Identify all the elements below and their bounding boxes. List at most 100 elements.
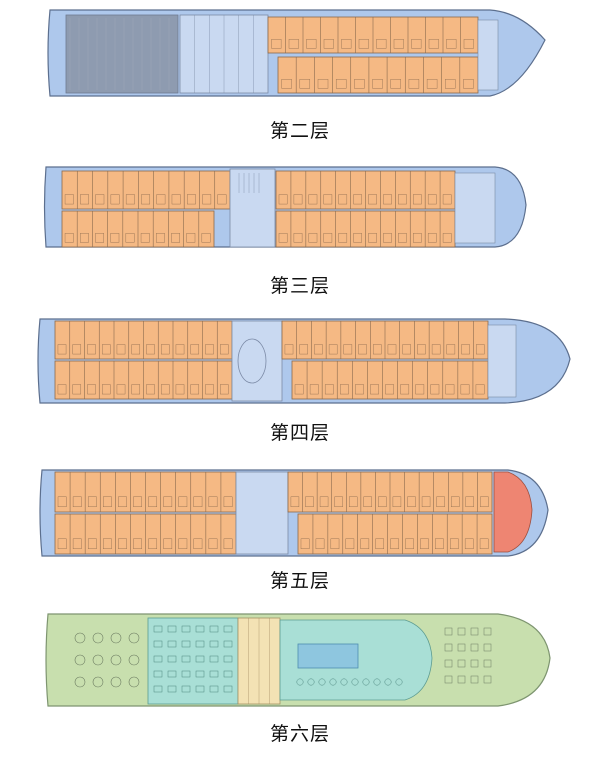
sun-lounger — [444, 675, 453, 684]
deck-3-caption: 第三层 — [269, 275, 330, 297]
deck-5-caption: 第五层 — [269, 570, 330, 592]
cabin-bathroom — [451, 496, 460, 507]
cabin-bathroom — [57, 496, 67, 507]
cabin-bathroom — [219, 384, 229, 395]
cabin-bathroom — [160, 384, 170, 395]
deck-2-plan: 第二层 — [0, 0, 600, 145]
cabin-bathroom — [271, 39, 282, 49]
cabin-bathroom — [398, 194, 407, 205]
cabin-bathroom — [421, 496, 431, 507]
lounge-table — [110, 676, 122, 688]
lounge-seat — [307, 678, 315, 686]
sun-lounger — [470, 659, 479, 668]
cabin-bathroom — [420, 538, 429, 550]
cabin-bathroom — [64, 233, 74, 243]
cabin-bathroom — [125, 233, 135, 243]
dining-table — [167, 685, 177, 693]
cabin-bathroom — [125, 194, 135, 205]
cabin-bathroom — [57, 384, 67, 395]
lounge-seat — [395, 678, 403, 686]
cabin-bathroom — [217, 194, 227, 205]
garage-area — [65, 14, 179, 94]
cabin-bathroom — [398, 233, 407, 243]
cabin-bathroom — [156, 194, 166, 205]
dining-table — [167, 625, 177, 633]
cabin-bathroom — [392, 496, 402, 507]
cabin-bathroom — [131, 384, 141, 395]
cabin-bathroom — [87, 384, 96, 395]
cabin-bathroom — [387, 344, 397, 355]
cabin-bathroom — [175, 344, 185, 355]
cabin-bathroom — [376, 39, 387, 49]
sun-lounger — [457, 643, 466, 652]
cabin-bathroom — [133, 496, 142, 507]
cabin-bathroom — [110, 194, 120, 205]
lobby-stairs — [229, 168, 276, 248]
lounge-table — [128, 676, 140, 688]
deck-3-drawing — [43, 166, 527, 248]
cabin-bathroom — [373, 344, 382, 355]
dining-table — [195, 670, 205, 678]
cabin-bathroom — [72, 538, 82, 550]
sun-lounger — [444, 659, 453, 668]
lounge-seat — [384, 678, 392, 686]
sun-lounger — [457, 659, 466, 668]
bow-suite-service — [487, 324, 517, 398]
cabin-bathroom — [338, 194, 348, 205]
dining-table — [195, 655, 205, 663]
cabin-bathroom — [219, 344, 229, 355]
cabin-bathroom — [400, 384, 410, 395]
lounge-table — [92, 654, 104, 666]
cabin-bathroom — [368, 194, 377, 205]
cabin-bathroom — [442, 233, 452, 243]
cabin-bathroom — [278, 194, 288, 205]
deck-4-caption: 第四层 — [269, 422, 330, 444]
dining-table — [223, 625, 233, 633]
dining-table — [167, 640, 177, 648]
dining-table — [195, 640, 205, 648]
cabin-bathroom — [284, 344, 294, 355]
cabin-bathroom — [281, 79, 292, 89]
lounge-table — [92, 632, 104, 644]
sun-lounger — [457, 627, 466, 636]
cabin-bathroom — [205, 344, 214, 355]
cabin-bathroom — [340, 384, 349, 395]
cabin-bathroom — [461, 344, 470, 355]
cabin-bathroom — [341, 39, 352, 49]
cabin-bathroom — [378, 496, 387, 507]
lounge-seat — [373, 678, 381, 686]
cabin-bathroom — [431, 344, 441, 355]
cabin-bathroom — [308, 233, 318, 243]
cabin-bathroom — [80, 233, 89, 243]
cabin-bathroom — [383, 194, 392, 205]
cabin-bathroom — [338, 233, 348, 243]
dining-table — [223, 670, 233, 678]
owner-suite — [493, 471, 533, 553]
cabin-bathroom — [205, 384, 214, 395]
cabin-bathroom — [160, 344, 170, 355]
cabin-bathroom — [349, 496, 358, 507]
lounge-table — [128, 654, 140, 666]
cabin-bathroom — [408, 79, 420, 89]
cabin-bathroom — [385, 384, 394, 395]
cabin-bathroom — [358, 344, 367, 355]
deck-4-drawing — [37, 318, 571, 404]
cabin-bathroom — [101, 344, 111, 355]
sun-lounger — [483, 643, 492, 652]
cabin-bathroom — [328, 344, 338, 355]
cabin-bathroom — [64, 194, 74, 205]
cabin-bathroom — [308, 194, 318, 205]
dining-table — [153, 625, 163, 633]
cabin-bathroom — [442, 194, 452, 205]
dining-table — [209, 685, 219, 693]
cabin-bathroom — [72, 344, 82, 355]
cabin-bathroom — [323, 194, 333, 205]
dining-table — [181, 640, 191, 648]
bow-service — [454, 172, 496, 244]
cabin-bathroom — [475, 384, 485, 395]
cabin-bathroom — [95, 194, 105, 205]
cabin-bathroom — [175, 384, 185, 395]
cabin-bathroom — [390, 79, 401, 89]
cabin-bathroom — [427, 194, 437, 205]
cabin-bathroom — [87, 344, 96, 355]
